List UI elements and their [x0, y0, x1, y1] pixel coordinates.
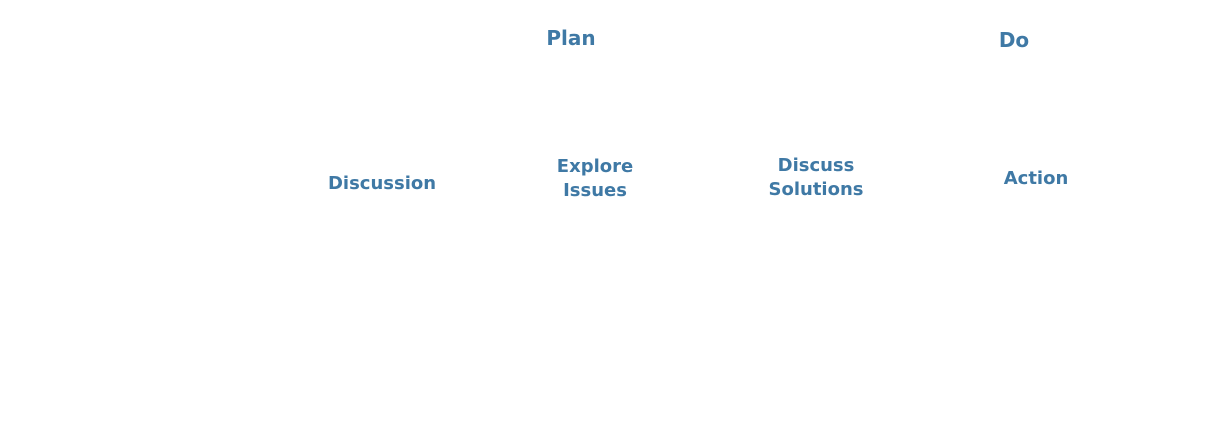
phase-label-plan: Plan: [546, 26, 596, 50]
step-label-line: Solutions: [768, 179, 864, 200]
step-label-line: Explore: [556, 156, 634, 177]
step-label-discussion: Discussion: [327, 173, 437, 194]
phase-label-do: Do: [998, 28, 1030, 52]
step-label-line: Discuss: [777, 155, 855, 176]
step-label-action: Action: [1003, 168, 1069, 189]
step-label-discuss-solutions: Discuss Solutions: [756, 154, 876, 202]
step-label-explore-issues: Explore Issues: [536, 155, 654, 203]
step-label-line: Issues: [563, 180, 627, 201]
